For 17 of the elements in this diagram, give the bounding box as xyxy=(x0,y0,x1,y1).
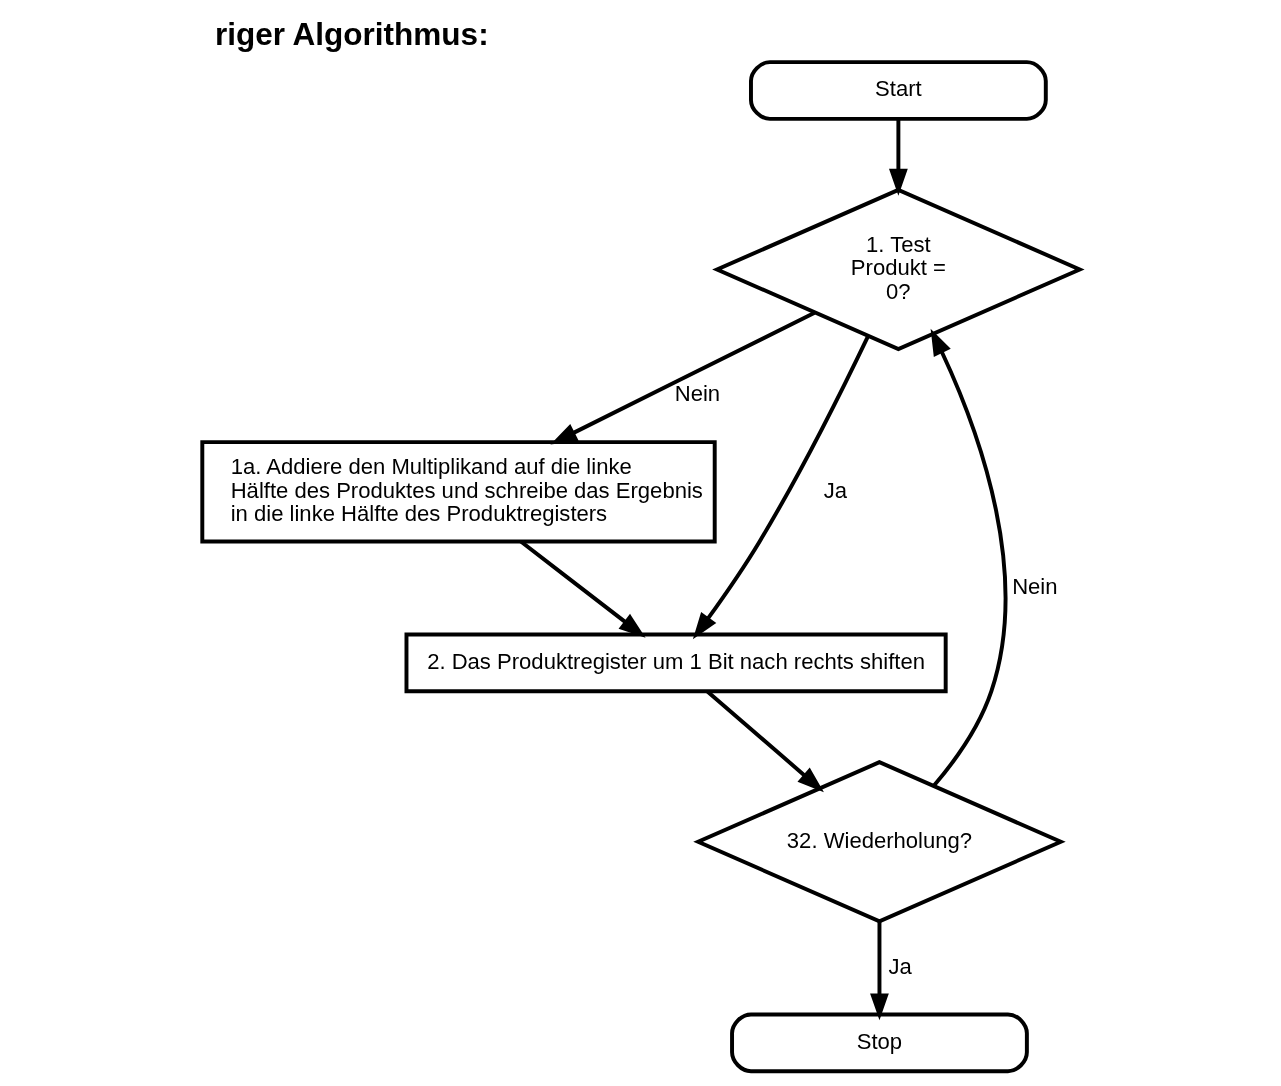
arrow xyxy=(692,335,870,640)
edge-label: Ja xyxy=(823,477,847,503)
arrow xyxy=(549,311,815,445)
edge-label: Nein xyxy=(1011,573,1058,599)
node-box: Stop xyxy=(729,1012,1029,1074)
edge-label: Ja xyxy=(887,953,912,979)
node-diamond: 1. Test Produkt = 0? xyxy=(711,187,1085,352)
arrow xyxy=(705,690,824,793)
node-box: 2. Das Produktregister um 1 Bit nach rechts shiften xyxy=(404,632,948,694)
arrow xyxy=(869,921,889,1021)
arrow xyxy=(888,119,908,196)
edge-label: Nein xyxy=(674,381,720,407)
node-box: Start xyxy=(748,60,1048,121)
node-box: 1a. Addiere den Multiplikand auf die linke Hälfte des Produktes und schreibe das Ergebnis in die linke Hälfte des Produktregisters xyxy=(199,440,717,544)
arrow xyxy=(930,328,1007,788)
diagram-title: riger Algorithmus: xyxy=(214,15,489,52)
node-diamond: 32. Wiederholung? xyxy=(692,760,1066,924)
